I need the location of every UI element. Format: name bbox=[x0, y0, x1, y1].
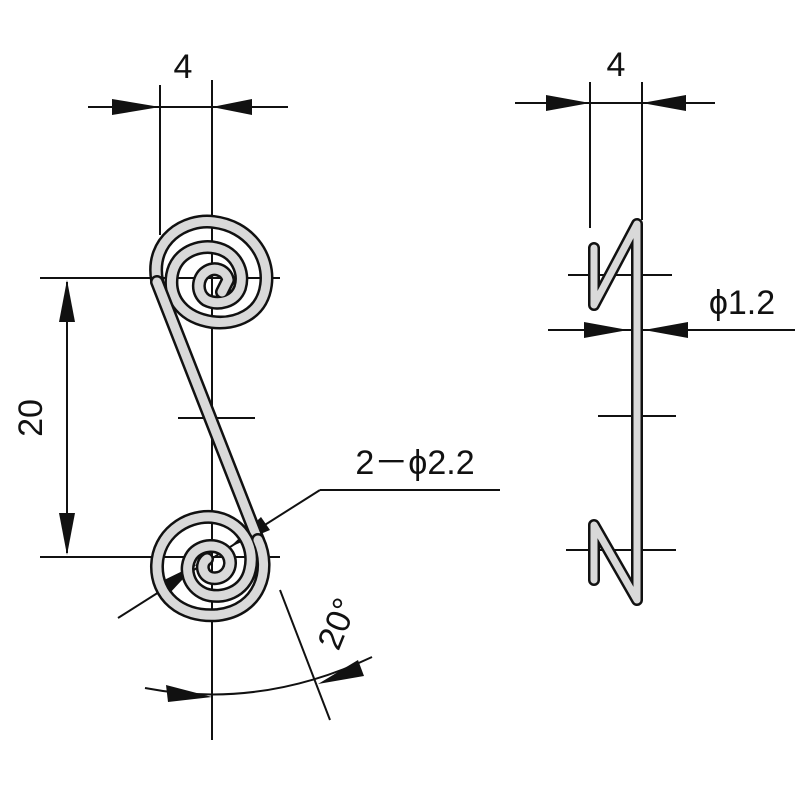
wire-diameter-label: ϕ1.2 bbox=[709, 284, 775, 322]
front-view: 4 20 2－ϕ2.2 20° bbox=[12, 48, 500, 740]
side-width-arrow-left bbox=[546, 95, 590, 111]
angle-label: 20° bbox=[311, 593, 365, 655]
front-width-label: 4 bbox=[174, 48, 193, 86]
spring-diagonal-body bbox=[150, 275, 265, 547]
side-wire-profile bbox=[588, 218, 643, 606]
wire-diameter-arrow-left bbox=[584, 322, 628, 338]
side-view: 4 ϕ1.2 bbox=[515, 46, 795, 606]
hole-label: 2－ϕ2.2 bbox=[355, 444, 474, 482]
top-spiral-coil bbox=[149, 214, 274, 330]
front-width-arrow-right bbox=[212, 99, 252, 115]
front-width-arrow-left bbox=[112, 99, 160, 115]
wire-diameter-arrow-right bbox=[644, 322, 688, 338]
side-width-arrow-right bbox=[642, 95, 686, 111]
angle-arrow-left bbox=[166, 685, 212, 702]
front-height-arrow-top bbox=[59, 280, 75, 322]
angle-arrow-right bbox=[318, 660, 364, 684]
side-width-label: 4 bbox=[607, 46, 626, 84]
front-height-label: 20 bbox=[12, 399, 50, 437]
bottom-spiral-coil bbox=[150, 509, 271, 623]
angle-extension-line bbox=[279, 589, 331, 721]
front-height-arrow-bottom bbox=[59, 513, 75, 555]
